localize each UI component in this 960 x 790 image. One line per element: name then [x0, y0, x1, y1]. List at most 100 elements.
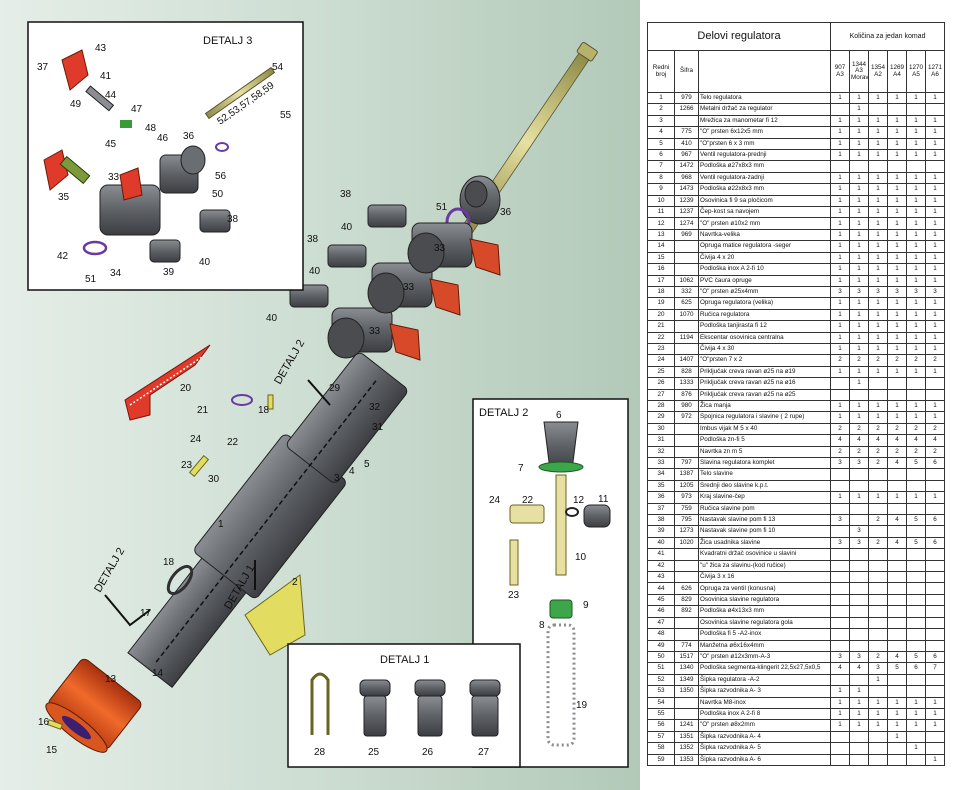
cell-quantity — [906, 502, 926, 516]
cell-description: Ventil regulatora-zadnji — [698, 171, 831, 185]
cell-quantity — [868, 479, 888, 493]
cell-quantity: 1 — [906, 320, 926, 333]
cell-quantity: 2 — [830, 422, 850, 436]
cell-number: 2 — [647, 103, 675, 116]
cell-quantity: 4 — [924, 434, 946, 447]
cell-quantity: 5 — [906, 514, 926, 527]
cell-number: 8 — [647, 171, 675, 185]
cell-number: 12 — [647, 217, 675, 230]
cell-code: 968 — [674, 171, 699, 185]
cell-quantity: 1 — [849, 251, 869, 265]
cell-description: Priključak creva ravan ø25 na ø19 — [698, 365, 831, 379]
cell-quantity — [830, 377, 850, 390]
cell-number: 1 — [647, 91, 675, 105]
cell-quantity: 1 — [887, 730, 907, 744]
callout-detail3: 48 — [145, 123, 157, 134]
callout-main: 40 — [309, 266, 321, 277]
cell-quantity: 4 — [906, 434, 926, 447]
cell-quantity — [868, 502, 888, 516]
cell-quantity: 2 — [868, 445, 888, 459]
cell-quantity: 1 — [924, 365, 946, 379]
cell-quantity: 1 — [887, 114, 907, 128]
cell-quantity — [887, 468, 907, 481]
cell-quantity: 3 — [830, 514, 850, 527]
cell-code: 797 — [674, 456, 699, 470]
cell-quantity — [906, 593, 926, 607]
cell-quantity — [830, 525, 850, 538]
cell-code — [674, 548, 699, 561]
cell-code: 1266 — [674, 103, 699, 116]
cell-quantity — [906, 571, 926, 584]
cell-description: Navrtka-velika — [698, 228, 831, 242]
header-model: 1354 A2 — [868, 50, 888, 93]
cell-quantity: 1 — [887, 365, 907, 379]
cell-quantity — [830, 160, 850, 173]
cell-quantity — [830, 571, 850, 584]
cell-quantity — [830, 730, 850, 744]
cell-number: 20 — [647, 308, 675, 322]
cell-quantity: 1 — [868, 399, 888, 413]
cell-description: Šipka razvodnika A- 5 — [698, 742, 831, 755]
cell-quantity: 1 — [868, 91, 888, 105]
cell-quantity: 1 — [887, 320, 907, 333]
cell-description: Žica usadnika slavine — [698, 536, 831, 550]
cell-quantity: 1 — [906, 228, 926, 242]
cell-quantity: 1 — [830, 149, 850, 162]
cell-description: "O" prsten ø25x4mm — [698, 285, 831, 299]
cell-quantity: 3 — [849, 650, 869, 664]
cell-quantity: 1 — [849, 308, 869, 322]
callout-detail3: 38 — [227, 214, 239, 225]
cell-description: Ekscentar osovinica centralna — [698, 331, 831, 344]
cell-code: 1353 — [674, 753, 699, 767]
callout-detail3: 50 — [212, 189, 224, 200]
cell-quantity — [830, 582, 850, 595]
cell-number: 38 — [647, 514, 675, 527]
cell-quantity: 1 — [830, 228, 850, 242]
cell-code: 1340 — [674, 662, 699, 675]
cell-quantity: 2 — [868, 514, 888, 527]
table-title: Delovi regulatora — [647, 22, 831, 51]
cell-quantity — [849, 388, 869, 401]
callout-detail3: 42 — [57, 251, 69, 262]
cell-quantity: 1 — [924, 399, 946, 413]
cell-quantity: 1 — [849, 91, 869, 105]
cell-quantity: 1 — [849, 320, 869, 333]
cell-quantity — [849, 616, 869, 630]
callout-detail2: 6 — [556, 410, 562, 421]
callout-main: 17 — [140, 608, 152, 619]
cell-number: 34 — [647, 468, 675, 481]
cell-quantity: 1 — [830, 685, 850, 698]
callout-detail2: 19 — [576, 700, 588, 711]
cell-number: 44 — [647, 582, 675, 595]
cell-code: 1273 — [674, 525, 699, 538]
cell-quantity — [906, 525, 926, 538]
callout-main: 40 — [266, 313, 278, 324]
cell-description: Podloška tanjirasta fi 12 — [698, 320, 831, 333]
cell-quantity: 1 — [887, 171, 907, 185]
cell-quantity: 1 — [924, 137, 946, 151]
callout-detail2: 11 — [598, 494, 609, 505]
cell-description: Navrtka M8-inox — [698, 696, 831, 709]
cell-quantity — [924, 502, 946, 516]
cell-description: Navrtka zn m 5 — [698, 445, 831, 459]
cell-code: 876 — [674, 388, 699, 401]
cell-quantity: 1 — [906, 342, 926, 356]
cell-quantity: 1 — [887, 149, 907, 162]
cell-number: 7 — [647, 160, 675, 173]
cell-quantity: 1 — [906, 206, 926, 219]
cell-quantity: 1 — [887, 297, 907, 310]
cell-quantity: 1 — [906, 114, 926, 128]
cell-description: Nastavak slavine pom fi 13 — [698, 514, 831, 527]
cell-quantity: 1 — [887, 91, 907, 105]
cell-number: 23 — [647, 342, 675, 356]
cell-quantity: 1 — [849, 263, 869, 276]
